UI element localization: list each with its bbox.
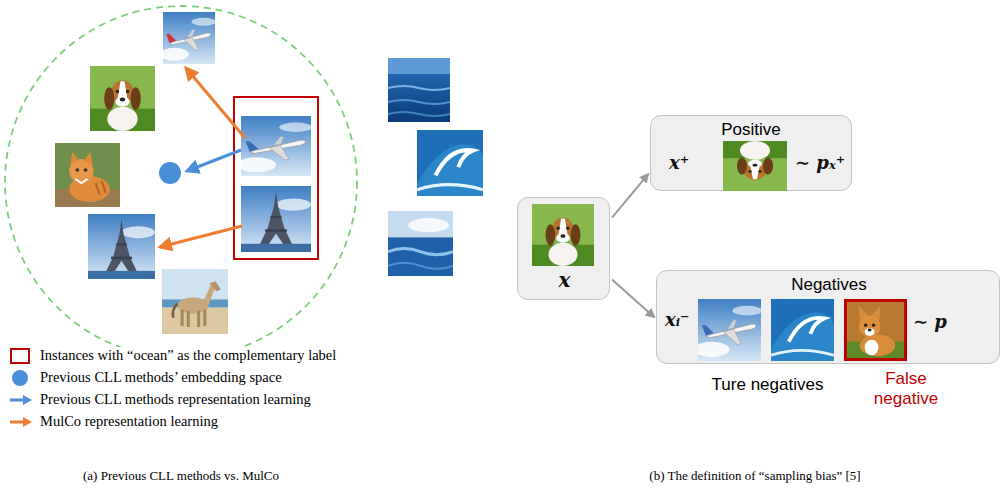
legend-text: Instances with “ocean” as the complement… (38, 347, 338, 364)
illustration-part (845, 300, 905, 359)
anchor-box: x (517, 197, 610, 300)
mulco-arrow (186, 68, 245, 138)
box-heading: Negatives (791, 275, 867, 295)
legend-sample (8, 413, 34, 431)
caption-slot: (a) Previous CLL methods vs. MulCo (0, 466, 362, 484)
corgi-image (844, 299, 907, 361)
eiffel-image (241, 186, 311, 252)
illustration-part (723, 141, 787, 191)
flipped-dog-image (723, 141, 787, 191)
legend-text: MulCo representation learning (38, 413, 220, 430)
legend-text-slot: Previous CLL methods’ embedding space (38, 368, 284, 386)
legend-arrow-line (10, 399, 24, 402)
legend-text: Previous CLL methods representation lear… (38, 391, 313, 408)
illustration-part (532, 204, 594, 266)
dog-image (90, 66, 155, 131)
legend-text-slot: Previous CLL methods representation lear… (38, 390, 313, 408)
positive-box: Positive x⁺ ∼ pₓ⁺ (650, 115, 852, 191)
legend-arrow-line (10, 421, 24, 424)
positive-symbol-slot: x⁺ (669, 152, 689, 173)
negative-symbol-slot: xᵢ⁻ (665, 309, 690, 330)
legend-text-slot: Instances with “ocean” as the complement… (38, 346, 338, 364)
legend-sample (8, 369, 34, 387)
airplane-image (698, 299, 761, 361)
wave-image (771, 299, 834, 361)
illustration-part (771, 299, 834, 361)
distribution-symbol-slot: ∼ p (913, 311, 947, 332)
legend-box-sample (11, 349, 29, 363)
embedding-space-circle (5, 6, 357, 358)
legend-text: Previous CLL methods’ embedding space (38, 369, 284, 386)
mulco-arrow (160, 226, 242, 247)
eiffel-image (88, 214, 155, 279)
airplane-image (160, 12, 216, 64)
previous-cll-arrow (187, 150, 241, 171)
ocean-image (388, 211, 453, 276)
illustration-part (698, 299, 761, 361)
negative-symbol: xᵢ⁻ (665, 309, 690, 330)
distribution-symbol-slot: ∼ pₓ⁺ (795, 152, 845, 173)
group-label-slot: False negative (866, 369, 946, 410)
distribution-symbol: ∼ p (913, 311, 947, 332)
embedding-dot (159, 162, 181, 184)
legend-sample (8, 391, 34, 409)
positive-symbol: x⁺ (669, 152, 689, 173)
caption-slot: (b) The definition of “sampling bias” [5… (510, 466, 1000, 484)
illustration-part (844, 299, 907, 361)
box-heading: Positive (721, 120, 781, 140)
anchor-symbol-slot: x (518, 268, 611, 292)
cat-image (55, 143, 120, 207)
legend-text-slot: MulCo representation learning (38, 412, 220, 430)
wave-image (417, 130, 483, 196)
connector-arrow (612, 279, 654, 317)
legend-arrow-head (23, 417, 32, 427)
dog-image (532, 204, 594, 266)
complementary-label-box (234, 97, 318, 259)
negatives-box: Negatives xᵢ⁻ ∼ p (656, 270, 1000, 364)
group-label: Ture negatives (712, 375, 824, 395)
airplane-image (237, 116, 312, 176)
group-label-slot: Ture negatives (700, 375, 835, 395)
illustration-part (723, 141, 787, 191)
box-heading-slot: Positive (651, 120, 851, 140)
box-heading-slot: Negatives (657, 275, 1001, 295)
connector-arrow (612, 174, 648, 217)
caption: (b) The definition of “sampling bias” [5… (649, 468, 860, 484)
legend-dot-sample (12, 370, 28, 386)
legend-sample (8, 347, 34, 365)
distribution-symbol: ∼ pₓ⁺ (795, 152, 845, 173)
caption: (a) Previous CLL methods vs. MulCo (83, 468, 279, 484)
legend-arrow-head (23, 395, 32, 405)
group-label: False negative (866, 369, 946, 410)
horse-image (162, 269, 228, 334)
anchor-symbol: x (559, 268, 571, 292)
ocean-image (388, 58, 450, 122)
